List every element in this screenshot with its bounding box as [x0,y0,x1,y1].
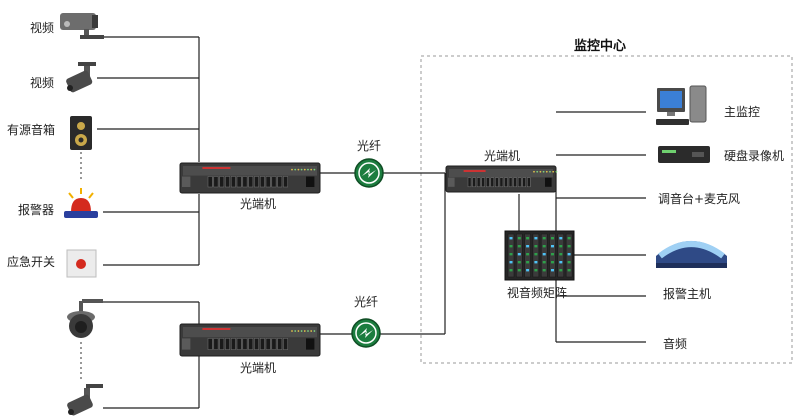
transceiver-center-label: 光端机 [484,149,520,163]
camera-2-label: 视频 [30,75,54,90]
optical-transceiver-center [445,165,558,193]
dvr-label: 硬盘录像机 [724,148,784,163]
fiber-bottom-icon [351,318,381,348]
audio-label: 音频 [663,336,687,351]
bottom-bus-wires [80,301,200,409]
computer-workstation-icon [656,85,707,125]
speaker-icon [70,116,92,150]
camera-1-label: 视频 [30,20,54,35]
control-desk-icon [656,241,727,268]
optical-transceiver-bottom [179,323,321,357]
matrix-label: 视音频矩阵 [507,285,567,300]
fiber-top-icon [354,158,384,188]
transceiver-top-label: 光端机 [240,197,276,211]
emergency-switch-label: 应急开关 [7,254,55,269]
mixer-label: 调音台+麦克风 [658,191,740,206]
security-camera-icon [66,62,96,93]
main-monitor-label: 主监控 [724,105,760,119]
transceiver-bottom-label: 光端机 [240,361,276,375]
fiber-bottom-label: 光纤 [354,295,378,309]
emergency-switch-icon [66,249,97,278]
fiber-top-label: 光纤 [357,139,381,153]
center-wires [518,111,646,343]
security-camera-icon [67,384,103,416]
monitoring-center-box [420,55,793,364]
alarm-host-label: 报警主机 [663,286,711,301]
av-matrix-rack-icon [504,230,575,281]
speaker-label: 有源音箱 [7,122,55,137]
dome-camera-icon [67,299,103,338]
bullet-camera-icon [60,13,104,39]
fiber-links [318,172,446,335]
optical-transceiver-top [179,162,321,194]
monitoring-center-title: 监控中心 [574,38,626,54]
top-bus-wires [80,36,200,266]
dvr-recorder-icon [658,146,710,163]
alarm-beacon-icon [64,188,98,218]
alarm-label: 报警器 [18,202,54,217]
